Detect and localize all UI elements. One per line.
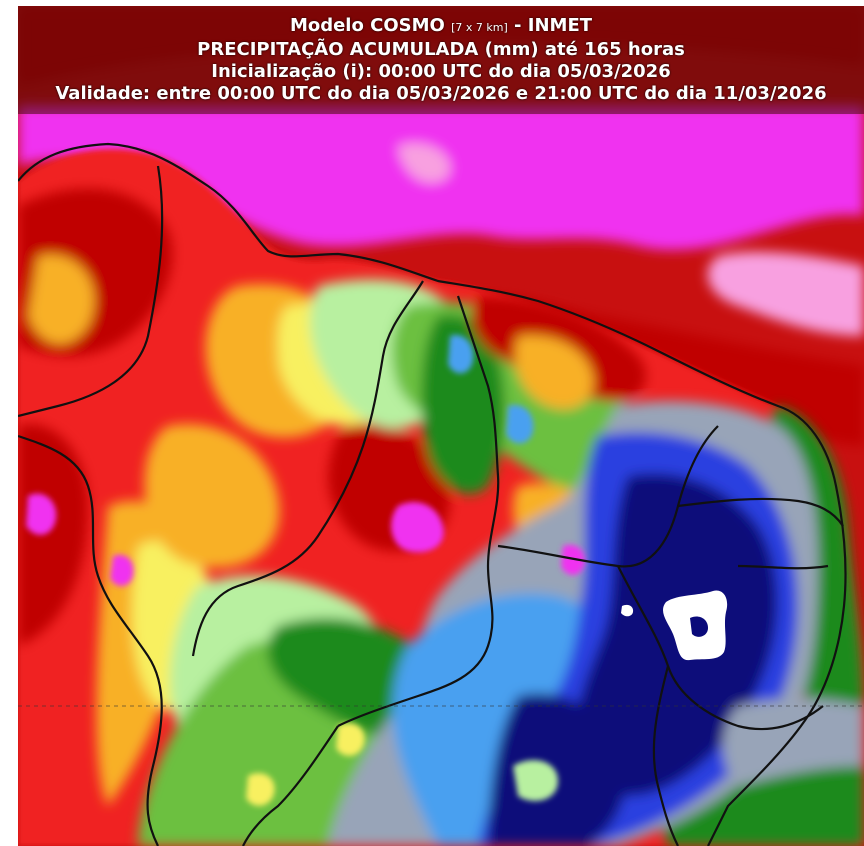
state-border	[737, 564, 829, 570]
state-border	[677, 497, 844, 527]
state-border	[617, 565, 824, 731]
light-green-patch	[513, 760, 558, 801]
title-line-product: PRECIPITAÇÃO ACUMULADA (mm) até 165 hora…	[197, 39, 685, 60]
central-orange-zone	[144, 424, 280, 568]
model-resolution: [7 x 7 km]	[451, 21, 508, 34]
east-gray-coast-zone	[723, 698, 864, 786]
state-border	[337, 295, 500, 727]
model-name: Modelo COSMO	[289, 15, 445, 36]
ocean-pink-patch	[398, 143, 450, 183]
light-blue-patch	[448, 334, 474, 374]
east-dark-green-zone	[421, 315, 505, 495]
precipitation-map: Modelo COSMO [7 x 7 km] - INMET PRECIPIT…	[18, 6, 864, 846]
magenta-patch	[26, 493, 57, 535]
coastline	[18, 142, 847, 846]
state-border	[18, 165, 164, 418]
map-canvas	[18, 6, 864, 846]
title-line-model: Modelo COSMO [7 x 7 km] - INMET	[290, 15, 592, 39]
max-precipitation-zone	[621, 604, 634, 617]
north-central-orange-zone	[514, 335, 594, 410]
south-navy-zone	[488, 693, 627, 846]
ocean-pink-patch	[707, 251, 864, 336]
agency-name: - INMET	[514, 15, 593, 36]
title-line-init: Inicialização (i): 00:00 UTC do dia 05/0…	[211, 61, 671, 82]
magenta-patch	[110, 554, 134, 587]
state-border	[497, 425, 719, 568]
state-border	[652, 665, 679, 846]
state-border	[191, 280, 424, 657]
map-title-box: Modelo COSMO [7 x 7 km] - INMET PRECIPIT…	[18, 6, 864, 114]
state-border	[18, 434, 163, 846]
light-blue-patch	[506, 404, 534, 444]
state-border	[242, 725, 339, 846]
yellow-patch	[246, 773, 275, 806]
max-precipitation-hole	[690, 616, 708, 637]
magenta-patch	[391, 502, 444, 553]
yellow-patch	[336, 723, 365, 756]
state-borders	[18, 142, 847, 846]
west-orange-zone	[28, 254, 95, 345]
west-dark-red-zone	[18, 424, 88, 646]
title-line-validity: Validade: entre 00:00 UTC do dia 05/03/2…	[55, 83, 827, 104]
